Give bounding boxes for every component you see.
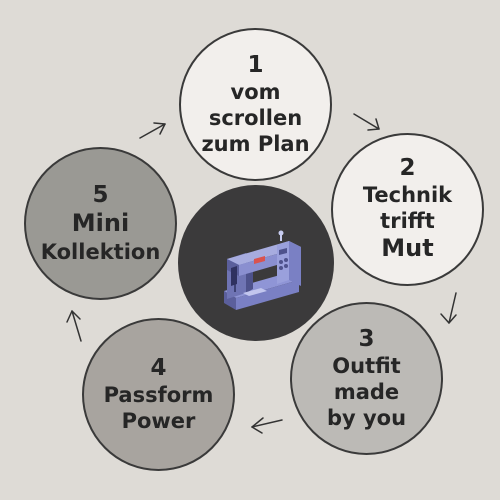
step-1-circle: 1 vom scrollen zum Plan [179, 28, 332, 181]
step-number: 2 [399, 155, 416, 182]
step-text-line: zum Plan [201, 132, 310, 157]
step-text-line: Mut [381, 234, 434, 263]
arrow-2-to-3 [440, 292, 457, 324]
arrow-4-to-5 [66, 310, 82, 342]
arrow-3-to-4 [251, 417, 283, 434]
sewing-machine-icon [224, 230, 301, 310]
step-number: 1 [247, 51, 264, 78]
step-text-line: vom [230, 80, 281, 105]
arrow-1-to-2 [353, 113, 380, 131]
step-text-line: made [333, 380, 400, 405]
step-number: 4 [150, 354, 167, 381]
step-2-circle: 2 Technik trifft Mut [331, 133, 484, 286]
step-number: 3 [358, 325, 375, 352]
step-5-circle: 5 Mini Kollektion [24, 147, 177, 300]
step-text-line: Outfit [332, 354, 401, 379]
step-text-line: Mini [71, 209, 130, 238]
step-text-line: trifft [380, 209, 435, 234]
step-number: 5 [92, 182, 109, 209]
step-text-line: scrollen [208, 106, 303, 131]
step-text-line: Kollektion [40, 239, 161, 264]
step-text-line: by you [326, 406, 407, 431]
step-text-line: Power [121, 409, 196, 434]
center-circle [178, 185, 334, 341]
arrow-5-to-1 [139, 122, 166, 139]
step-4-circle: 4 Passform Power [82, 318, 235, 471]
step-text-line: Passform [103, 383, 214, 408]
step-text-line: Technik [362, 183, 453, 208]
step-3-circle: 3 Outfit made by you [290, 302, 443, 455]
